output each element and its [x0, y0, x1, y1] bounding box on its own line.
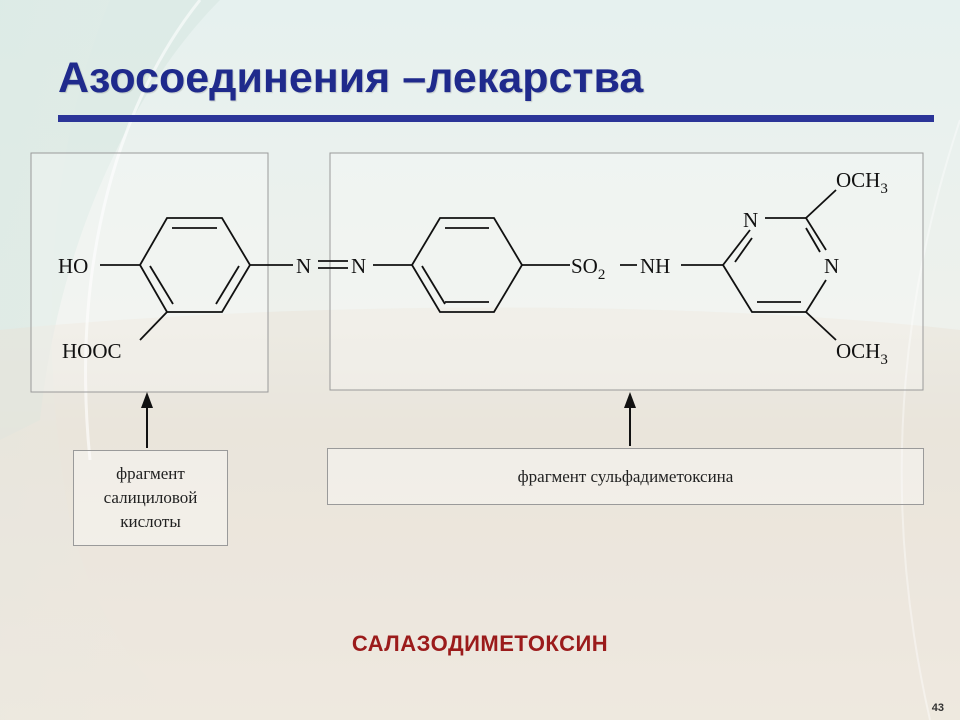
salicylic-fragment-box [30, 152, 269, 393]
nh-label: NH [640, 254, 670, 278]
och-top-text: OCH [836, 168, 880, 192]
och3-top-label: OCH3 [836, 168, 888, 197]
pyrimidine-n-top-label: N [743, 208, 758, 232]
azo-n-right-label: N [351, 254, 366, 278]
bonds [100, 189, 837, 341]
so-text: SO [571, 254, 598, 278]
azo-n-left-label: N [296, 254, 311, 278]
title-underline [58, 115, 934, 122]
slide-title: Азосоединения –лекарства [58, 54, 644, 102]
och-bottom-text: OCH [836, 339, 880, 363]
arrow-to-sulfadimethoxine-fragment [624, 392, 636, 446]
salicylic-fragment-caption: фрагмент салициловой кислоты [73, 450, 228, 546]
och-bottom-subscript: 3 [880, 352, 888, 368]
ho-label: HO [58, 254, 88, 278]
hooc-label: HOOC [62, 339, 122, 363]
so-subscript: 2 [598, 267, 606, 283]
och3-bottom-label: OCH3 [836, 339, 888, 368]
so2-label: SO2 [571, 254, 605, 283]
och-top-subscript: 3 [880, 181, 888, 197]
page-number: 43 [931, 702, 944, 714]
sulfadimethoxine-fragment-caption: фрагмент сульфадиметоксина [327, 448, 924, 505]
pyrimidine-n-right-label: N [824, 254, 839, 278]
arrow-to-salicylic-fragment [141, 392, 153, 448]
compound-name: САЛАЗОДИМЕТОКСИН [351, 631, 609, 656]
sulfadimethoxine-fragment-box [329, 152, 924, 391]
